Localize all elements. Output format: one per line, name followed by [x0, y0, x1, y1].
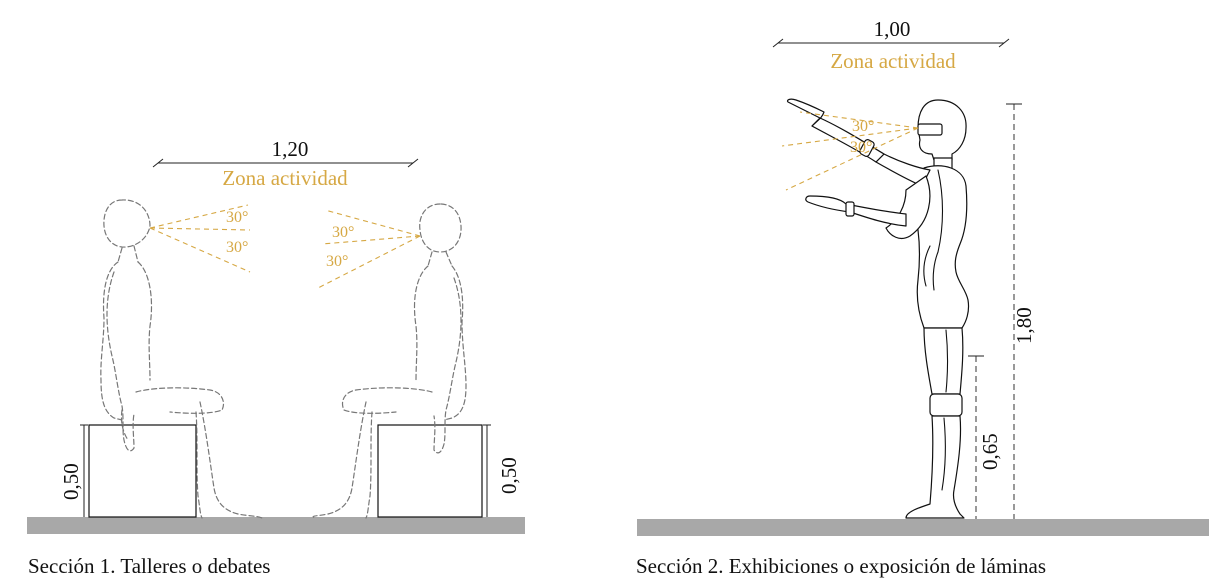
reach-zone-label: Zona actividad — [830, 49, 956, 73]
angle-label-left-lower: 30° — [226, 239, 248, 256]
seat-left — [88, 424, 197, 518]
angle-label-left-upper: 30° — [226, 209, 248, 226]
section-1: 0,50 0,50 1,20 Zona actividad — [27, 137, 525, 578]
seated-figure-right — [312, 203, 467, 519]
reach-zone-dimension-line — [772, 38, 1010, 48]
section-2-caption: Sección 2. Exhibiciones o exposición de … — [636, 554, 1046, 578]
floor-slab-section-2 — [637, 519, 1209, 536]
standing-figure — [786, 98, 970, 519]
seated-figure-left — [100, 199, 263, 519]
seat-left-height-label: 0,50 — [59, 463, 83, 500]
person-height-dimension — [1006, 103, 1022, 519]
seat-left-height-dimension — [80, 424, 88, 517]
person-height-label: 1,80 — [1012, 307, 1036, 344]
activity-zone-dimension-line — [152, 158, 419, 168]
angle-label-right-lower: 30° — [326, 253, 348, 270]
activity-zone-width-label: 1,20 — [272, 137, 309, 161]
angle-label-right-upper: 30° — [332, 224, 354, 241]
floor-slab-section-1 — [27, 517, 525, 534]
panel-height-label: 0,65 — [978, 433, 1002, 470]
sight-cone-standing — [781, 111, 919, 191]
activity-zone-label: Zona actividad — [222, 166, 348, 190]
reach-zone-width-label: 1,00 — [874, 17, 911, 41]
panel-height-dimension — [968, 355, 984, 519]
seat-right — [377, 424, 483, 518]
seat-right-height-dimension — [483, 424, 491, 517]
angle-label-lower: 30° — [850, 139, 872, 156]
seat-right-height-label: 0,50 — [497, 457, 521, 494]
angle-label-upper: 30° — [852, 118, 874, 135]
section-1-caption: Sección 1. Talleres o debates — [28, 554, 270, 578]
sight-cone-left — [149, 204, 251, 273]
section-2: 1,00 Zona actividad — [636, 17, 1209, 578]
sight-cone-right — [317, 209, 421, 289]
